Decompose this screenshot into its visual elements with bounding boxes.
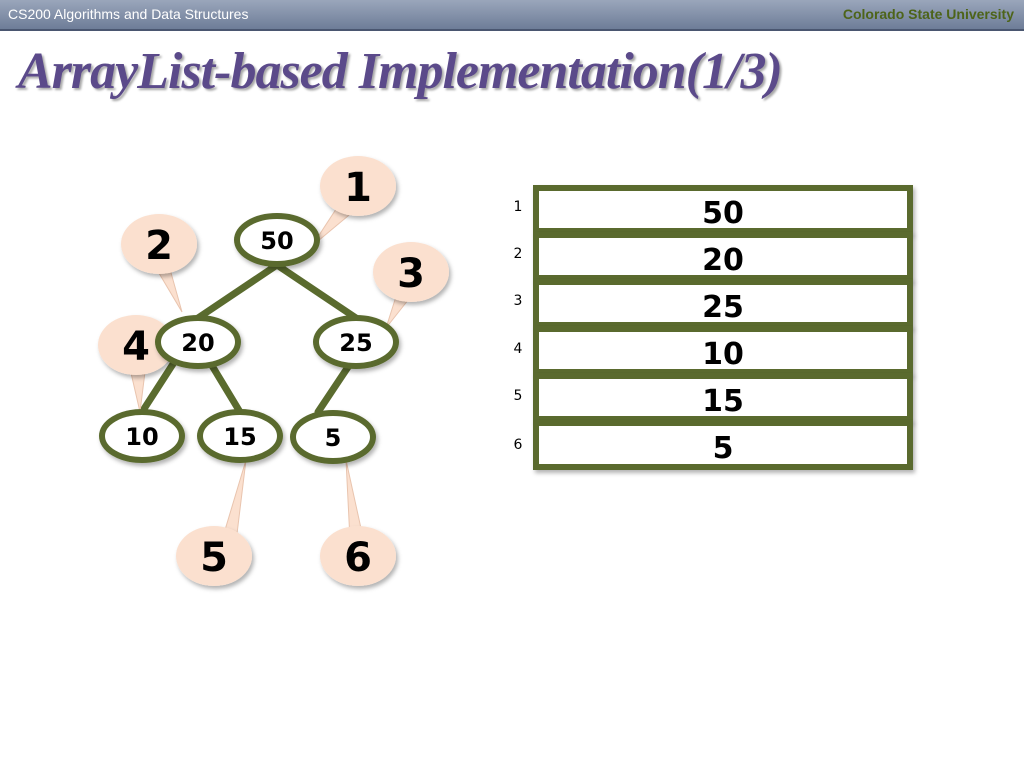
- array-cell-value: 5: [713, 431, 734, 466]
- edge-20-15: [207, 360, 244, 416]
- edge-50-25: [273, 261, 360, 322]
- callout-4: 4: [98, 315, 174, 375]
- tree-edges: [138, 261, 360, 416]
- array-index: 5: [514, 388, 523, 404]
- university-name: Colorado State University: [842, 6, 1014, 22]
- tree-node-5: 5: [290, 410, 376, 464]
- array-index: 6: [514, 437, 523, 453]
- array-index: 4: [514, 341, 523, 357]
- array-cell-value: 25: [702, 290, 744, 325]
- tree-node-label: 10: [125, 423, 158, 451]
- callout-label-4: 4: [122, 324, 150, 370]
- array-cell: 5: [533, 420, 913, 470]
- callout-label-3: 3: [397, 251, 425, 297]
- callout-label-6: 6: [344, 535, 372, 581]
- tree-node-50: 50: [234, 213, 320, 267]
- callout-6: 6: [320, 526, 396, 586]
- edge-20-10: [138, 360, 177, 416]
- tree-node-label: 20: [181, 329, 214, 357]
- tree-node-15: 15: [197, 409, 283, 463]
- array-indices: 1 2 3 4 5 6: [514, 199, 523, 453]
- edge-25-5: [314, 360, 354, 416]
- tree-node-label: 50: [260, 227, 293, 255]
- array-cell: 10: [533, 326, 913, 375]
- array-index: 2: [514, 246, 523, 262]
- edge-50-20: [194, 261, 281, 322]
- callout-3: 3: [373, 242, 449, 302]
- header-bar: CS200 Algorithms and Data Structures Col…: [0, 0, 1024, 31]
- array-table: 50 20 25 10 15 5: [533, 185, 913, 470]
- slide-title: ArrayList-based Implementation(1/3): [18, 43, 783, 100]
- tree-nodes: 50 20 25 10 15 5: [99, 213, 399, 464]
- array-cell: 15: [533, 373, 913, 422]
- course-title: CS200 Algorithms and Data Structures: [8, 6, 249, 22]
- callout-2: 2: [121, 214, 197, 274]
- callout-1: 1: [320, 156, 396, 216]
- tree-node-label: 15: [223, 423, 256, 451]
- callout-5: 5: [176, 526, 252, 586]
- array-cell-value: 15: [702, 384, 744, 419]
- array-cell-value: 10: [702, 337, 744, 372]
- array-index: 1: [514, 199, 523, 215]
- array-cell: 20: [533, 232, 913, 281]
- array-cell: 25: [533, 279, 913, 328]
- tree-node-10: 10: [99, 409, 185, 463]
- callout-label-1: 1: [344, 165, 372, 211]
- tree-node-20: 20: [155, 315, 241, 369]
- array-cell: 50: [533, 185, 913, 234]
- array-cell-value: 20: [702, 243, 744, 278]
- tree-node-label: 25: [339, 329, 372, 357]
- callout-label-5: 5: [200, 535, 228, 581]
- tree-node-25: 25: [313, 315, 399, 369]
- array-index: 3: [514, 293, 523, 309]
- callout-label-2: 2: [145, 223, 173, 269]
- tree-node-label: 5: [325, 424, 342, 452]
- callouts: 1 2 3 4 5 6: [98, 156, 449, 586]
- array-cell-value: 50: [702, 196, 744, 231]
